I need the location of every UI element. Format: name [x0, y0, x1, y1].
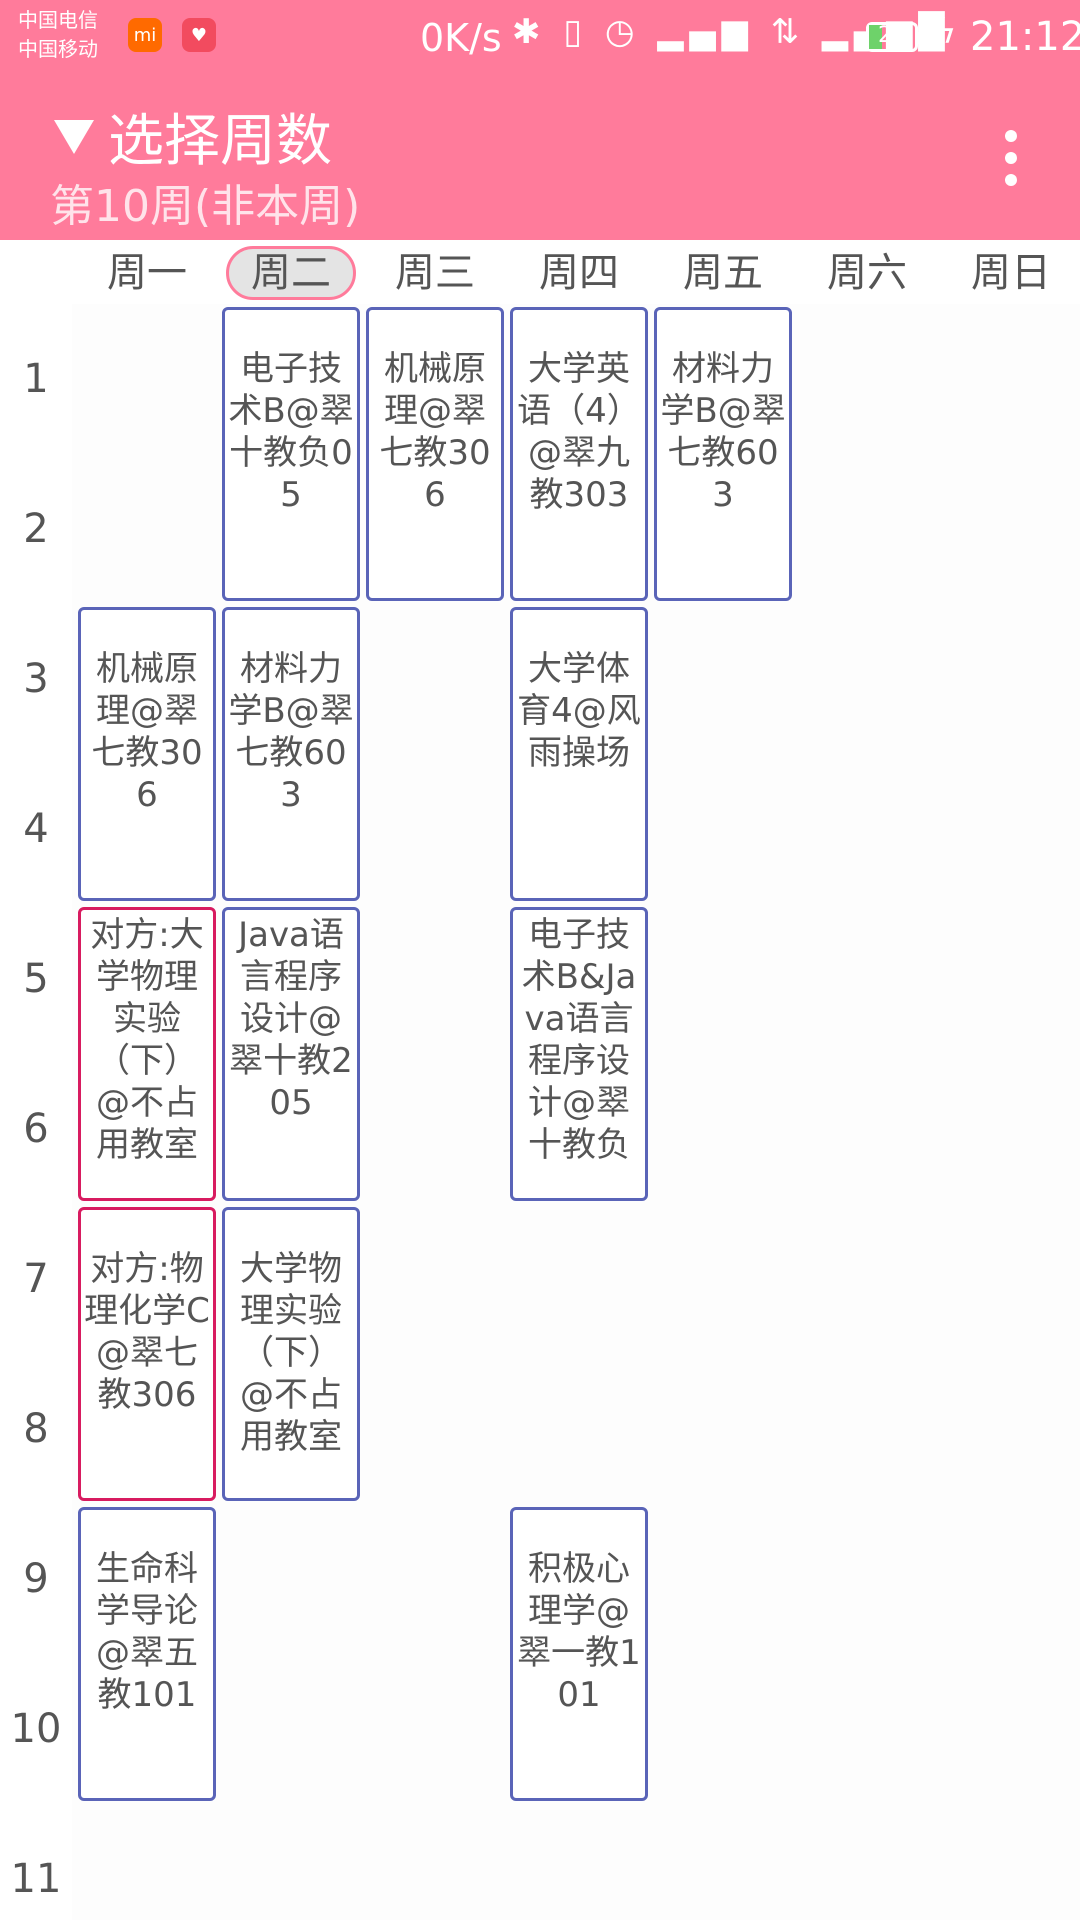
charging-icon: ϟ: [934, 12, 957, 52]
weekday-header: 周一周二周三 周四 周五 周六 周日: [0, 240, 1080, 304]
battery-tip: [918, 32, 923, 44]
more-options-button[interactable]: [996, 130, 1026, 186]
heart-app-icon: ♥: [182, 18, 216, 52]
course-card[interactable]: 大学物理实验（下）@不占用教室: [222, 1207, 360, 1501]
course-card[interactable]: 材料力学B@翠七教603: [222, 607, 360, 901]
period-number: 3: [23, 656, 49, 702]
page-title: 选择周数: [108, 109, 332, 174]
course-card[interactable]: 机械原理@翠七教306: [78, 607, 216, 901]
battery-fill: [869, 25, 882, 49]
app-header: 中国电信 中国移动 mi ♥ 0K/s ✱ ▯ ◷ ▂▄▆ ⇅ ▂▄▆█ 28 …: [0, 0, 1080, 240]
course-card[interactable]: 机械原理@翠七教306: [366, 307, 504, 601]
vibrate-icon: ▯: [563, 12, 589, 52]
period-number: 6: [23, 1106, 49, 1152]
alarm-icon: ◷: [604, 12, 641, 52]
conflict-course-card[interactable]: 对方:物理化学C@翠七教306: [78, 1207, 216, 1501]
course-card[interactable]: Java语言程序设计@翠十教205: [222, 907, 360, 1201]
day-header-7[interactable]: 周日: [971, 250, 1051, 296]
mi-app-icon: mi: [128, 18, 162, 52]
period-number: 5: [23, 956, 49, 1002]
course-card[interactable]: 生命科学导论@翠五教101: [78, 1507, 216, 1801]
battery-icon: 28: [866, 22, 923, 52]
battery-level: 28: [878, 23, 906, 48]
period-number: 9: [23, 1556, 49, 1602]
course-card[interactable]: 电子技术B@翠十教负05: [222, 307, 360, 601]
day-header-2[interactable]: 周二: [226, 246, 356, 300]
dropdown-triangle-icon: [54, 119, 94, 154]
day-header-1[interactable]: 周一: [107, 250, 187, 296]
bluetooth-icon: ✱: [512, 12, 547, 52]
day-header-6[interactable]: 周六: [827, 250, 907, 296]
signal-4g-icon: ⇅: [770, 12, 806, 52]
course-card[interactable]: 电子技术B&Java语言程序设计@翠十教负: [510, 907, 648, 1201]
more-dot: [1005, 152, 1017, 164]
carrier-info: 中国电信 中国移动: [18, 6, 98, 64]
course-card[interactable]: 大学体育4@风雨操场: [510, 607, 648, 901]
day-header-5[interactable]: 周五: [683, 250, 763, 296]
course-card[interactable]: 大学英语（4）@翠九教303: [510, 307, 648, 601]
status-bar: 中国电信 中国移动 mi ♥ 0K/s ✱ ▯ ◷ ▂▄▆ ⇅ ▂▄▆█ 28 …: [0, 0, 1080, 80]
more-dot: [1005, 174, 1017, 186]
carrier-2: 中国移动: [18, 37, 98, 61]
carrier-1: 中国电信: [18, 8, 98, 32]
period-number: 2: [23, 506, 49, 552]
period-number: 8: [23, 1406, 49, 1452]
period-number: 4: [23, 806, 49, 852]
signal-3g-2g-icon: ▂▄▆: [657, 12, 754, 52]
course-card[interactable]: 材料力学B@翠七教603: [654, 307, 792, 601]
period-number: 1: [23, 356, 49, 402]
signal-4g-bars-icon: ▂▄▆█: [821, 12, 951, 52]
period-number: 7: [23, 1256, 49, 1302]
week-subtitle: 第10周(非本周): [50, 181, 361, 232]
clock: 21:12: [970, 14, 1080, 60]
status-icons: ✱ ▯ ◷ ▂▄▆ ⇅ ▂▄▆█: [512, 12, 951, 52]
more-dot: [1005, 130, 1017, 142]
period-number: 11: [10, 1856, 62, 1902]
week-selector[interactable]: 选择周数: [54, 96, 332, 177]
day-header-4[interactable]: 周四: [539, 250, 619, 296]
network-speed: 0K/s: [420, 16, 502, 60]
course-card[interactable]: 积极心理学@翠一教101: [510, 1507, 648, 1801]
day-header-3[interactable]: 周三: [395, 250, 475, 296]
period-number: 10: [10, 1706, 62, 1752]
conflict-course-card[interactable]: 对方:大学物理实验（下）@不占用教室: [78, 907, 216, 1201]
